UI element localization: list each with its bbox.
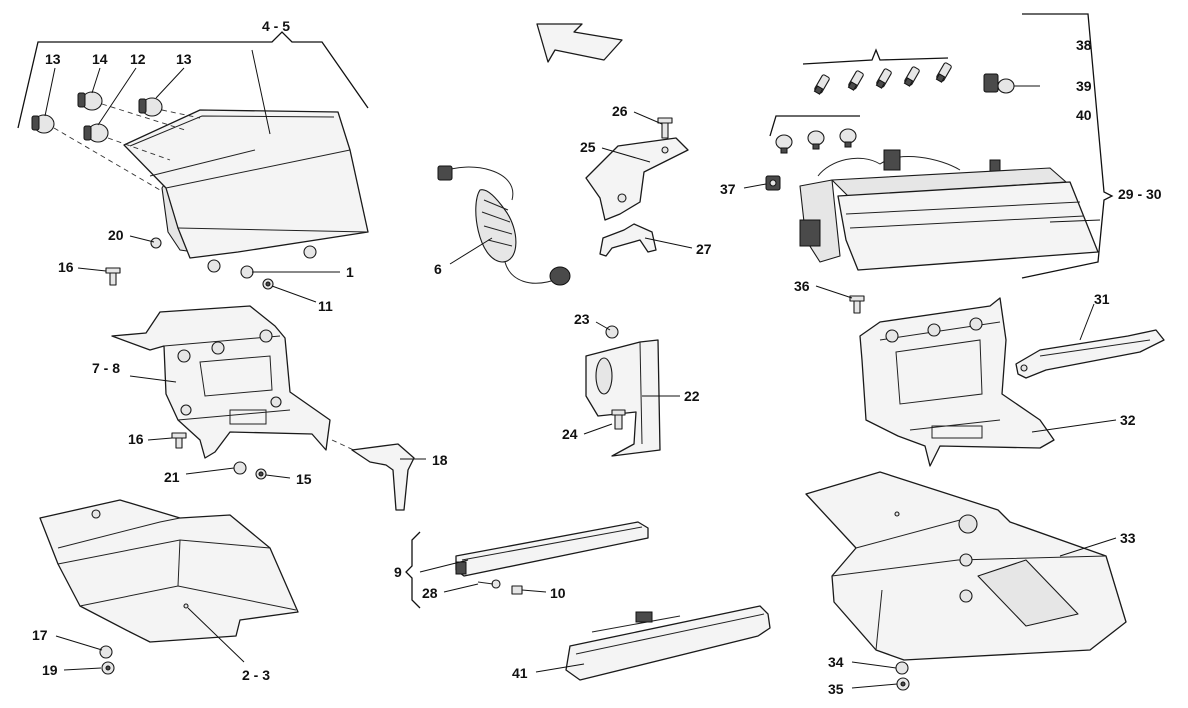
label-36: 36 [794,278,810,294]
washer-34 [895,661,909,675]
tail-light-4-5 [123,109,369,273]
headlight-bracket-32 [859,297,1055,467]
label-28: 28 [422,585,438,601]
screw-16a [105,267,121,286]
clip-10 [511,585,523,595]
label-37: 37 [720,181,736,197]
screw-16b [171,432,187,449]
bracket-29-30 [1021,13,1114,279]
washer-17 [99,645,113,659]
label-13a: 13 [45,51,61,67]
label-17: 17 [32,627,48,643]
washer-20 [150,237,162,249]
bracket-40 [769,115,860,137]
bracket-18 [351,443,415,511]
lower-cover-33 [805,471,1127,661]
label-25: 25 [580,139,596,155]
bracket-31 [1015,329,1165,379]
label-14: 14 [92,51,108,67]
mounting-bracket-7-8 [111,305,331,459]
screw-28 [477,579,501,589]
screw-26 [657,117,673,139]
trim-bar-9 [455,521,649,577]
label-10: 10 [550,585,566,601]
label-6: 6 [434,261,442,277]
label-9: 9 [394,564,402,580]
screw-24 [611,409,626,430]
third-stop-light-41 [565,605,771,681]
label-32: 32 [1120,412,1136,428]
label-13b: 13 [176,51,192,67]
leader-lines [44,49,1117,689]
bracket-9 [405,531,421,609]
washer-21 [233,461,247,475]
label-21: 21 [164,469,180,485]
label-20: 20 [108,227,124,243]
clip-27 [599,223,657,257]
label-27: 27 [696,241,712,257]
bracket-4-5 [17,31,369,129]
label-39: 39 [1076,78,1092,94]
wiring-harness-6 [437,165,571,286]
label-40: 40 [1076,107,1092,123]
bracket-25 [585,137,689,221]
part-number-labels: 4 - 5 13 14 12 13 20 16 1 11 7 - 8 16 21… [32,18,1162,697]
label-11: 11 [318,298,333,314]
nut-15 [255,468,267,480]
label-34: 34 [828,654,844,670]
bulb-12 [83,123,109,143]
label-16a: 16 [58,259,74,275]
label-38: 38 [1076,37,1092,53]
label-4-5: 4 - 5 [262,18,290,34]
nut-23 [605,325,619,339]
bulbs-40 [775,128,857,154]
bulb-13b [138,97,163,117]
label-24: 24 [562,426,578,442]
screw-36 [849,295,865,314]
bulb-13a [31,114,55,134]
headlight-29-30 [799,149,1099,271]
label-18: 18 [432,452,448,468]
label-16b: 16 [128,431,144,447]
bulb-14 [77,91,103,111]
lower-cover-2-3 [39,499,299,643]
washer-35 [896,677,910,691]
washer-1 [240,265,254,279]
bulb-39 [983,73,1015,94]
bracket-22 [585,339,661,457]
label-31: 31 [1094,291,1110,307]
label-35: 35 [828,681,844,697]
label-15: 15 [296,471,312,487]
label-23: 23 [574,311,590,327]
connector-37 [765,175,781,191]
label-7-8: 7 - 8 [92,360,120,376]
label-26: 26 [612,103,628,119]
label-33: 33 [1120,530,1136,546]
direction-arrow [536,23,623,63]
bracket-38 [802,48,949,65]
label-12: 12 [130,51,146,67]
nut-11 [262,278,274,290]
label-1: 1 [346,264,354,280]
label-41: 41 [512,665,528,681]
label-22: 22 [684,388,700,404]
washer-19 [101,661,115,675]
label-29-30: 29 - 30 [1118,186,1162,202]
label-19: 19 [42,662,58,678]
label-2-3: 2 - 3 [242,667,270,683]
bulbs-38 [813,62,952,95]
